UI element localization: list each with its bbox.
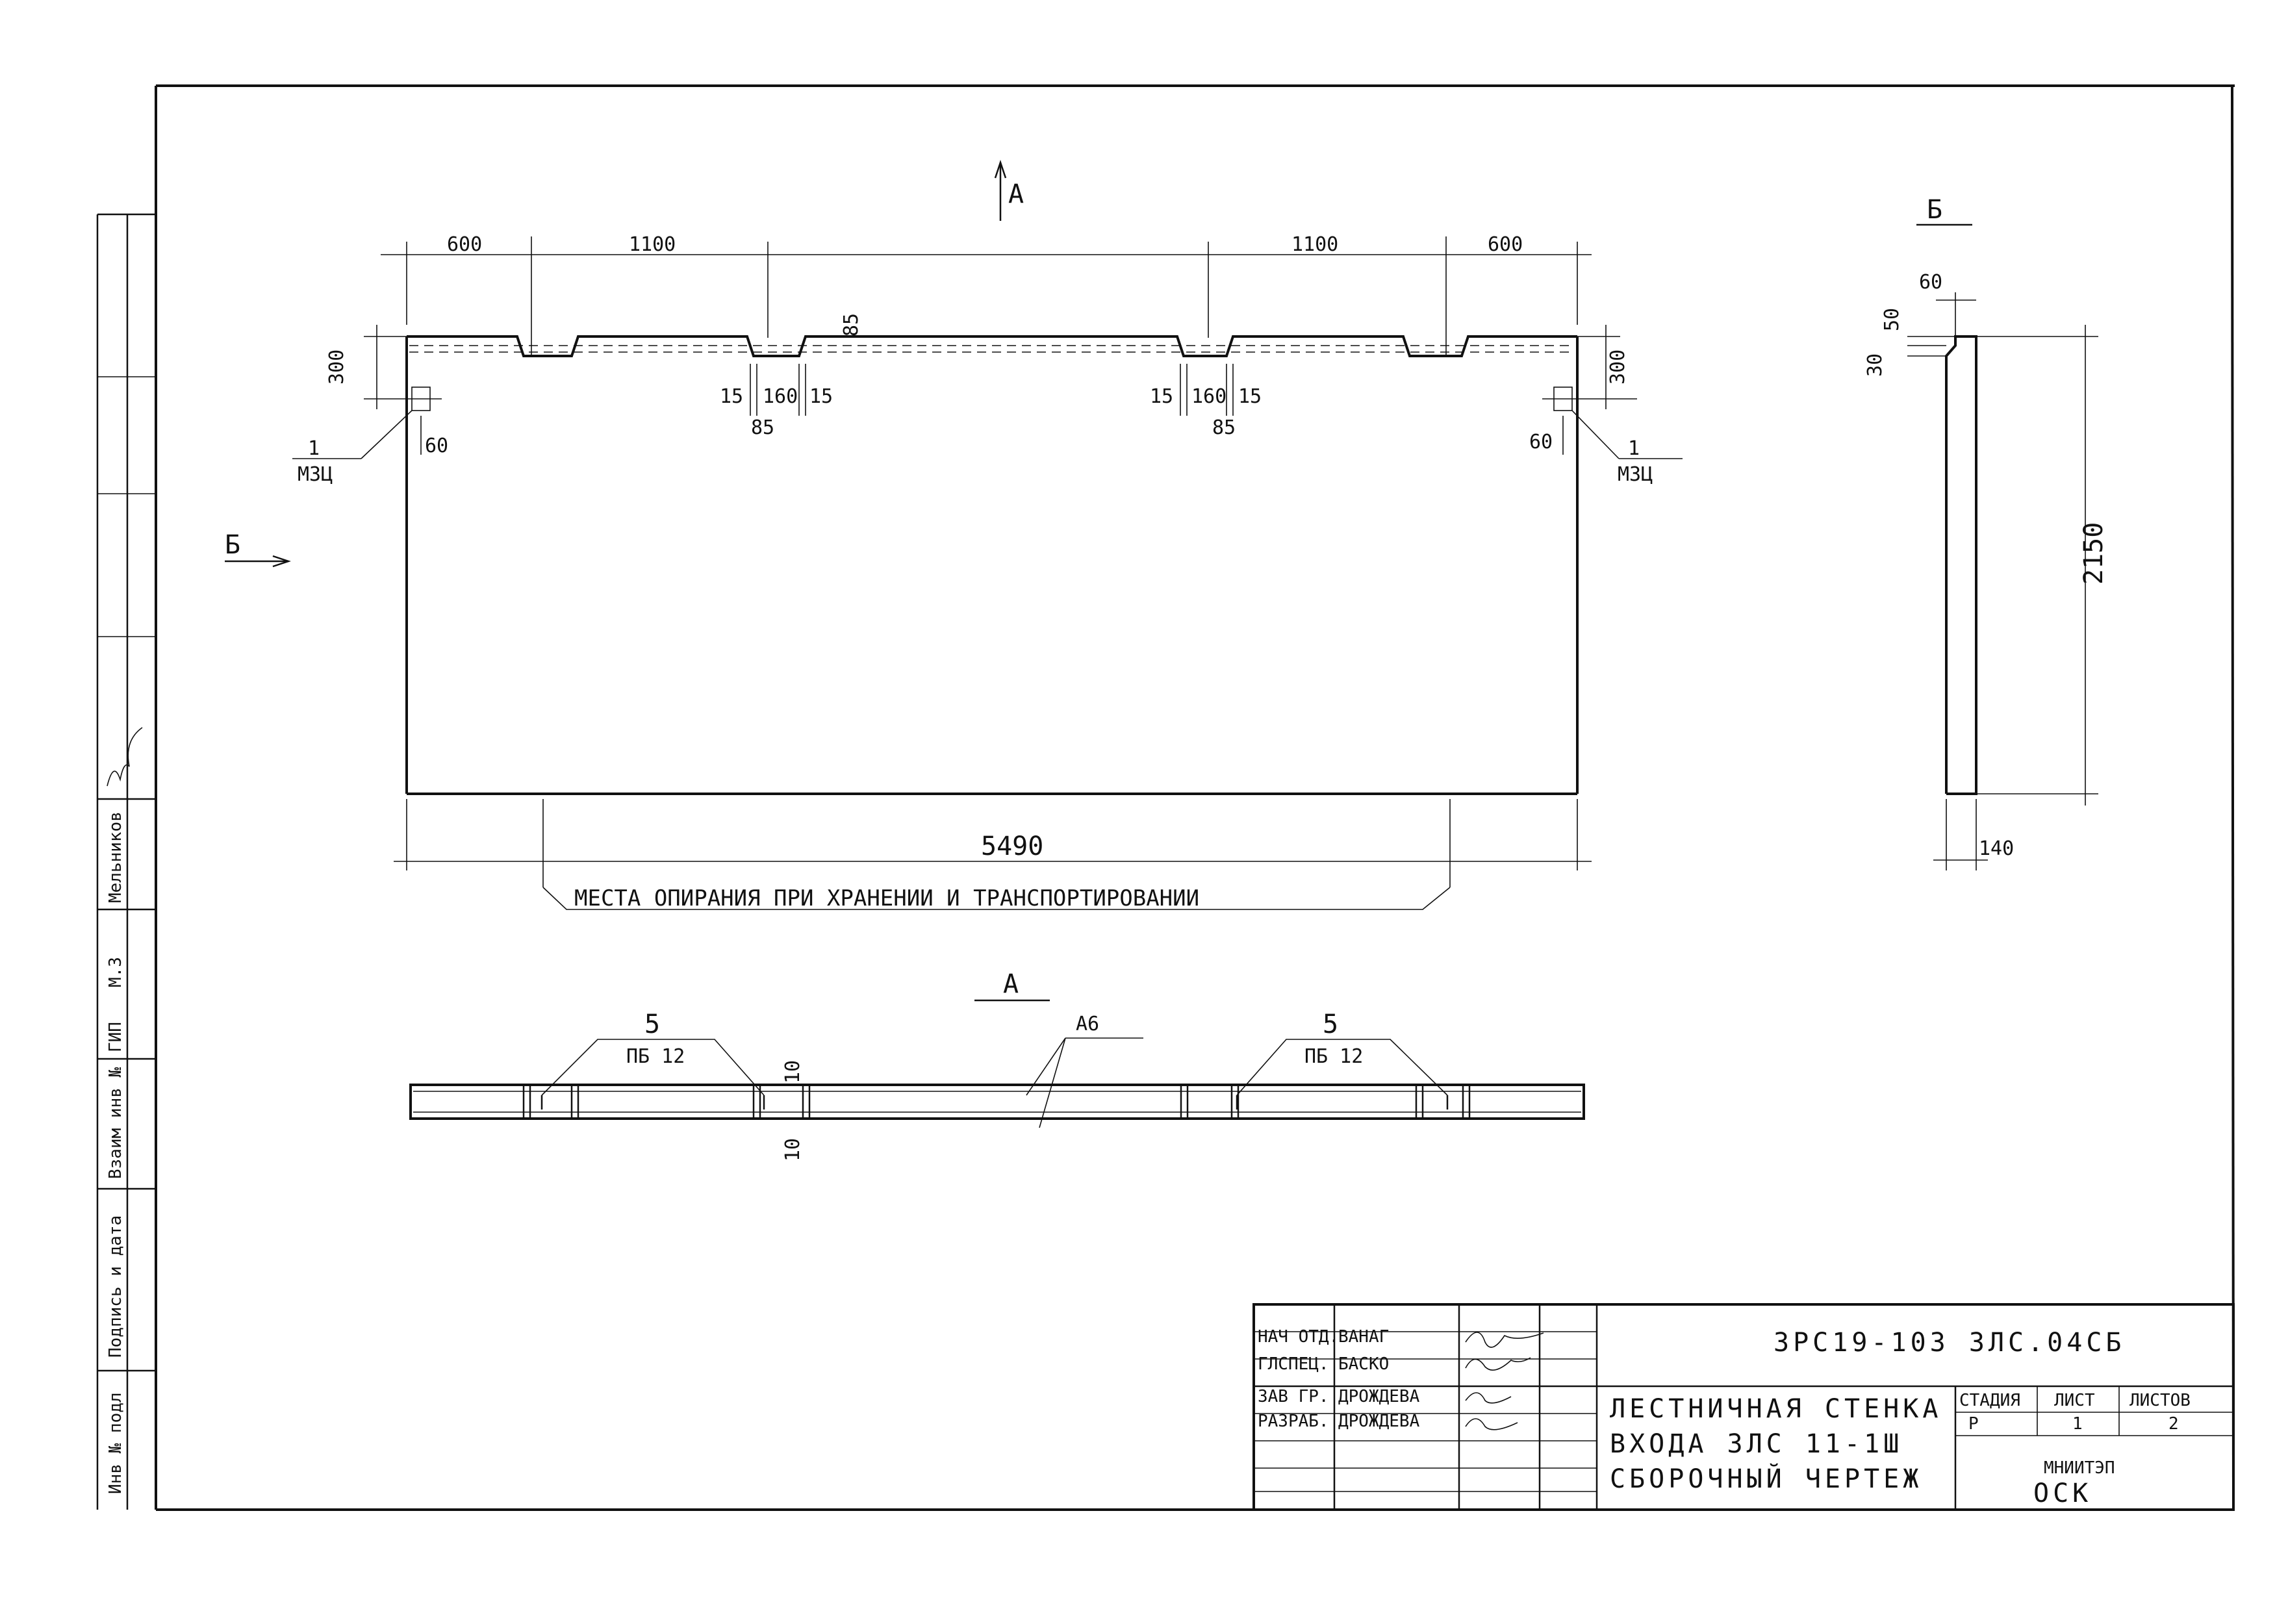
side-step1: 50 [1881, 308, 1903, 331]
plan-loop-label: А6 [1076, 1013, 1099, 1035]
gap-right-d: 85 [1212, 416, 1236, 439]
plan-callout-left-number: 5 [644, 1009, 660, 1039]
plan-gap-bottom: 10 [782, 1138, 804, 1161]
support-note: МЕСТА ОПИРАНИЯ ПРИ ХРАНЕНИИ И ТРАНСПОРТИ… [574, 885, 1199, 911]
embed-detail-right [1553, 387, 1573, 411]
side-view: Б 2150 60 50 30 140 [1864, 195, 2109, 870]
detail-offset-left: 60 [425, 435, 448, 457]
role-2: ГЛСПЕЦ. [1258, 1354, 1329, 1374]
dim-notch-height: 85 [840, 313, 863, 336]
name-4: ДРОЖДЕВА [1338, 1412, 1420, 1431]
embed-detail-left [411, 387, 431, 411]
dim-top-4: 600 [1488, 233, 1523, 256]
dim-end-height-left: 300 [325, 349, 348, 385]
section-a-marker: А [1008, 179, 1024, 209]
sheet-frame [155, 84, 2235, 1511]
front-view: 600 1100 1100 600 85 300 300 15 160 15 8… [225, 160, 1683, 911]
sheet-header: ЛИСТ [2054, 1391, 2095, 1410]
role-3: ЗАВ ГР. [1258, 1387, 1329, 1406]
plan-view: А 5 ПБ 12 5 ПБ 12 [409, 969, 1585, 1161]
sheets-value: 2 [2168, 1414, 2179, 1434]
signature-4 [1465, 1418, 1518, 1430]
gap-left-b: 160 [763, 385, 798, 408]
plan-gap-top: 10 [782, 1060, 804, 1084]
doc-title-line2: ВХОДА 3ЛС 11-1Ш [1610, 1429, 1903, 1459]
gap-right-c: 15 [1238, 385, 1262, 408]
gip-label: ГИП [106, 1022, 125, 1052]
name2-label: Мельников [106, 811, 125, 903]
plan-callout-right-item: ПБ 12 [1304, 1045, 1363, 1068]
dim-top-2: 1100 [629, 233, 676, 256]
gap-right-a: 15 [1150, 385, 1173, 408]
gap-right-b: 160 [1191, 385, 1227, 408]
name-1: ВАНАГ [1338, 1327, 1389, 1347]
gip-signature [107, 727, 143, 787]
plan-callout-left-item: ПБ 12 [626, 1045, 685, 1068]
gap-left-d: 85 [751, 416, 774, 439]
gap-left-a: 15 [720, 385, 743, 408]
callout-left-item: М3Ц [298, 463, 333, 486]
side-top-width: 60 [1919, 271, 1942, 294]
callout-right-number: 1 [1628, 437, 1640, 460]
section-b-title: Б [1927, 195, 1942, 225]
sheets-header: ЛИСТОВ [2129, 1391, 2191, 1410]
dim-end-height-right: 300 [1607, 349, 1629, 385]
detail-offset-right: 60 [1529, 431, 1553, 453]
role-1: НАЧ ОТД. [1258, 1327, 1339, 1347]
gap-left-c: 15 [809, 385, 833, 408]
dim-top-1: 600 [447, 233, 482, 256]
callout-left-number: 1 [308, 437, 320, 460]
stage-header: СТАДИЯ [1959, 1391, 2020, 1410]
org-line1: МНИИТЭП [2044, 1458, 2115, 1478]
side-thickness: 140 [1979, 837, 2014, 860]
left-stamp-strip: Инв № подл Подпись и дата Взаим инв № ГИ… [96, 213, 156, 1510]
replace-inv-label: Взаим инв № [106, 1067, 125, 1179]
title-block: НАЧ ОТД. ГЛСПЕЦ. ЗАВ ГР. РАЗРАБ. ВАНАГ Б… [1252, 1303, 2235, 1511]
signature-1 [1465, 1332, 1544, 1348]
dim-top-3: 1100 [1291, 233, 1338, 256]
name-3: ДРОЖДЕВА [1338, 1387, 1420, 1406]
doc-title-line1: ЛЕСТНИЧНАЯ СТЕНКА [1610, 1394, 1942, 1424]
section-b-marker: Б [225, 530, 240, 560]
name-2: БАСКО [1338, 1354, 1389, 1374]
gip-name: М.З [106, 957, 125, 987]
doc-code: 3РС19-103 3ЛС.04СБ [1773, 1328, 2125, 1358]
side-height: 2150 [2079, 522, 2109, 585]
role-4: РАЗРАБ. [1258, 1412, 1329, 1431]
callout-right-item: М3Ц [1618, 463, 1653, 486]
stage-value: Р [1968, 1414, 1979, 1434]
signature-3 [1465, 1392, 1512, 1404]
section-a-title: А [1003, 969, 1019, 999]
sheet-value: 1 [2072, 1414, 2083, 1434]
plan-callout-right-number: 5 [1323, 1009, 1338, 1039]
dim-length: 5490 [981, 831, 1043, 861]
doc-title-line3: СБОРОЧНЫЙ ЧЕРТЕЖ [1610, 1463, 1922, 1494]
side-step2: 30 [1864, 353, 1887, 377]
org-line2: ОСК [2033, 1478, 2092, 1508]
inv-no-label: Инв № подл [106, 1392, 125, 1494]
signature-2 [1465, 1357, 1531, 1371]
sign-date-label: Подпись и дата [106, 1215, 125, 1358]
